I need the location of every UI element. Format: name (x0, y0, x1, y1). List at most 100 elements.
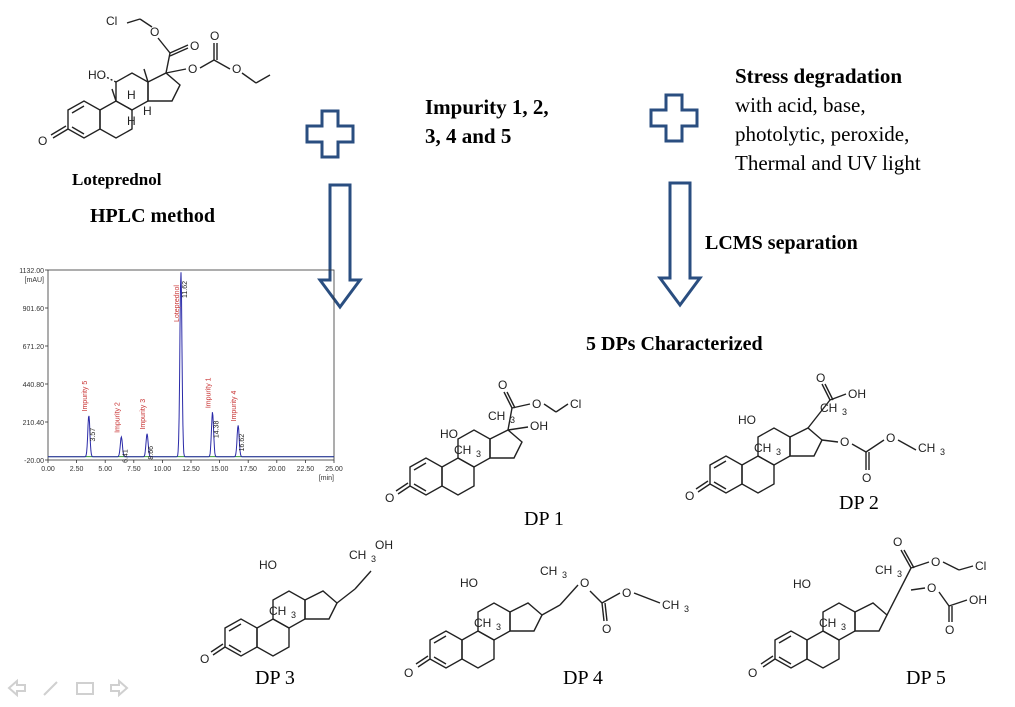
peak-rt-label: 3.57 (90, 428, 97, 442)
peak-name-label: Loteprednol (174, 285, 181, 322)
svg-text:3: 3 (940, 447, 945, 457)
svg-text:CH: CH (754, 441, 771, 455)
loteprednol-structure: O HO H H H O O Cl O O O (38, 14, 271, 148)
svg-text:3: 3 (510, 415, 515, 425)
stress-degradation-text: Stress degradation with acid, base, phot… (735, 64, 921, 175)
svg-text:O: O (404, 666, 413, 680)
svg-text:3: 3 (562, 570, 567, 580)
svg-text:CH: CH (488, 409, 505, 423)
svg-text:3: 3 (841, 622, 846, 632)
svg-text:OH: OH (530, 419, 548, 433)
y-tick-label: 210.40 (23, 420, 45, 427)
cl-label: Cl (106, 14, 117, 28)
plus-icon (649, 93, 699, 143)
hplc-method-label: HPLC method (90, 205, 215, 227)
svg-text:O: O (532, 397, 541, 411)
peak-name-label: Impurity 2 (114, 402, 121, 433)
x-tick-label: 15.00 (211, 466, 229, 473)
slideshow-toolbar (6, 676, 136, 700)
pen-icon[interactable] (40, 678, 62, 698)
plus-icon (305, 109, 355, 159)
chromatogram-trace (48, 272, 334, 458)
x-tick-label: 2.50 (70, 466, 84, 473)
y-tick-label: 440.80 (23, 382, 45, 389)
svg-text:O: O (893, 535, 902, 549)
svg-text:CH: CH (269, 604, 286, 618)
svg-text:OH: OH (375, 538, 393, 552)
svg-text:3: 3 (842, 407, 847, 417)
svg-text:O: O (200, 652, 209, 666)
svg-text:O: O (840, 435, 849, 449)
peak-name-label: Impurity 5 (82, 381, 89, 412)
svg-text:OH: OH (969, 593, 987, 607)
dp5-label: DP 5 (906, 667, 946, 689)
svg-text:O: O (816, 371, 825, 385)
svg-text:HO: HO (440, 427, 458, 441)
x-tick-label: 20.00 (268, 466, 286, 473)
h-label: H (127, 88, 136, 102)
svg-text:CH: CH (662, 598, 679, 612)
x-tick-label: 0.00 (41, 466, 55, 473)
impurity-text: Impurity 1, 2, 3, 4 and 5 (425, 95, 549, 148)
peak-rt-label: 11.62 (182, 281, 189, 298)
peak-rt-label: 8.66 (148, 446, 155, 460)
svg-text:O: O (232, 62, 241, 76)
menu-icon[interactable] (74, 678, 96, 698)
svg-text:HO: HO (460, 576, 478, 590)
h-label: H (143, 104, 152, 118)
svg-text:O: O (931, 555, 940, 569)
svg-text:3: 3 (291, 610, 296, 620)
svg-text:CH: CH (918, 441, 935, 455)
svg-text:CH: CH (875, 563, 892, 577)
svg-text:O: O (927, 581, 936, 595)
ketone-o: O (38, 134, 47, 148)
dp2-label: DP 2 (839, 492, 879, 514)
svg-text:HO: HO (259, 558, 277, 572)
dps-characterized-label: 5 DPs Characterized (586, 333, 763, 355)
svg-text:O: O (580, 576, 589, 590)
peak-rt-label: 14.38 (214, 421, 221, 439)
svg-text:3: 3 (496, 622, 501, 632)
svg-text:O: O (748, 666, 757, 680)
down-arrow-icon (317, 183, 363, 310)
svg-text:O: O (188, 62, 197, 76)
svg-text:O: O (210, 29, 219, 43)
y-tick-label: 671.20 (23, 344, 45, 351)
svg-text:HO: HO (738, 413, 756, 427)
x-tick-label: 17.50 (239, 466, 257, 473)
hplc-chromatogram: 1132.00901.60671.20440.80210.40-20.00[mA… (19, 268, 343, 482)
svg-text:O: O (190, 39, 199, 53)
x-axis-label: [min] (319, 475, 334, 482)
svg-text:3: 3 (776, 447, 781, 457)
x-tick-label: 5.00 (98, 466, 112, 473)
y-tick-label: 1132.00 (19, 268, 44, 275)
svg-text:3: 3 (476, 449, 481, 459)
x-tick-label: 12.50 (182, 466, 200, 473)
loteprednol-label: Loteprednol (72, 170, 162, 189)
lcms-label: LCMS separation (705, 232, 858, 254)
svg-text:O: O (498, 378, 507, 392)
svg-text:CH: CH (820, 401, 837, 415)
svg-text:CH: CH (474, 616, 491, 630)
y-tick-label: 901.60 (23, 306, 45, 313)
x-tick-label: 25.00 (325, 466, 343, 473)
x-tick-label: 22.50 (297, 466, 315, 473)
svg-text:O: O (385, 491, 394, 505)
svg-text:OH: OH (848, 387, 866, 401)
next-slide-icon[interactable] (108, 678, 130, 698)
previous-slide-icon[interactable] (6, 678, 28, 698)
peak-name-label: Impurity 4 (231, 391, 238, 422)
svg-text:Cl: Cl (975, 559, 986, 573)
dp3-label: DP 3 (255, 667, 295, 689)
dp4-label: DP 4 (563, 667, 603, 689)
svg-text:Cl: Cl (570, 397, 581, 411)
h-label: H (127, 114, 136, 128)
x-tick-label: 10.00 (154, 466, 172, 473)
peak-name-label: Impurity 1 (206, 377, 213, 408)
peak-rt-label: 6.41 (122, 449, 129, 463)
svg-text:CH: CH (540, 564, 557, 578)
svg-text:3: 3 (371, 554, 376, 564)
